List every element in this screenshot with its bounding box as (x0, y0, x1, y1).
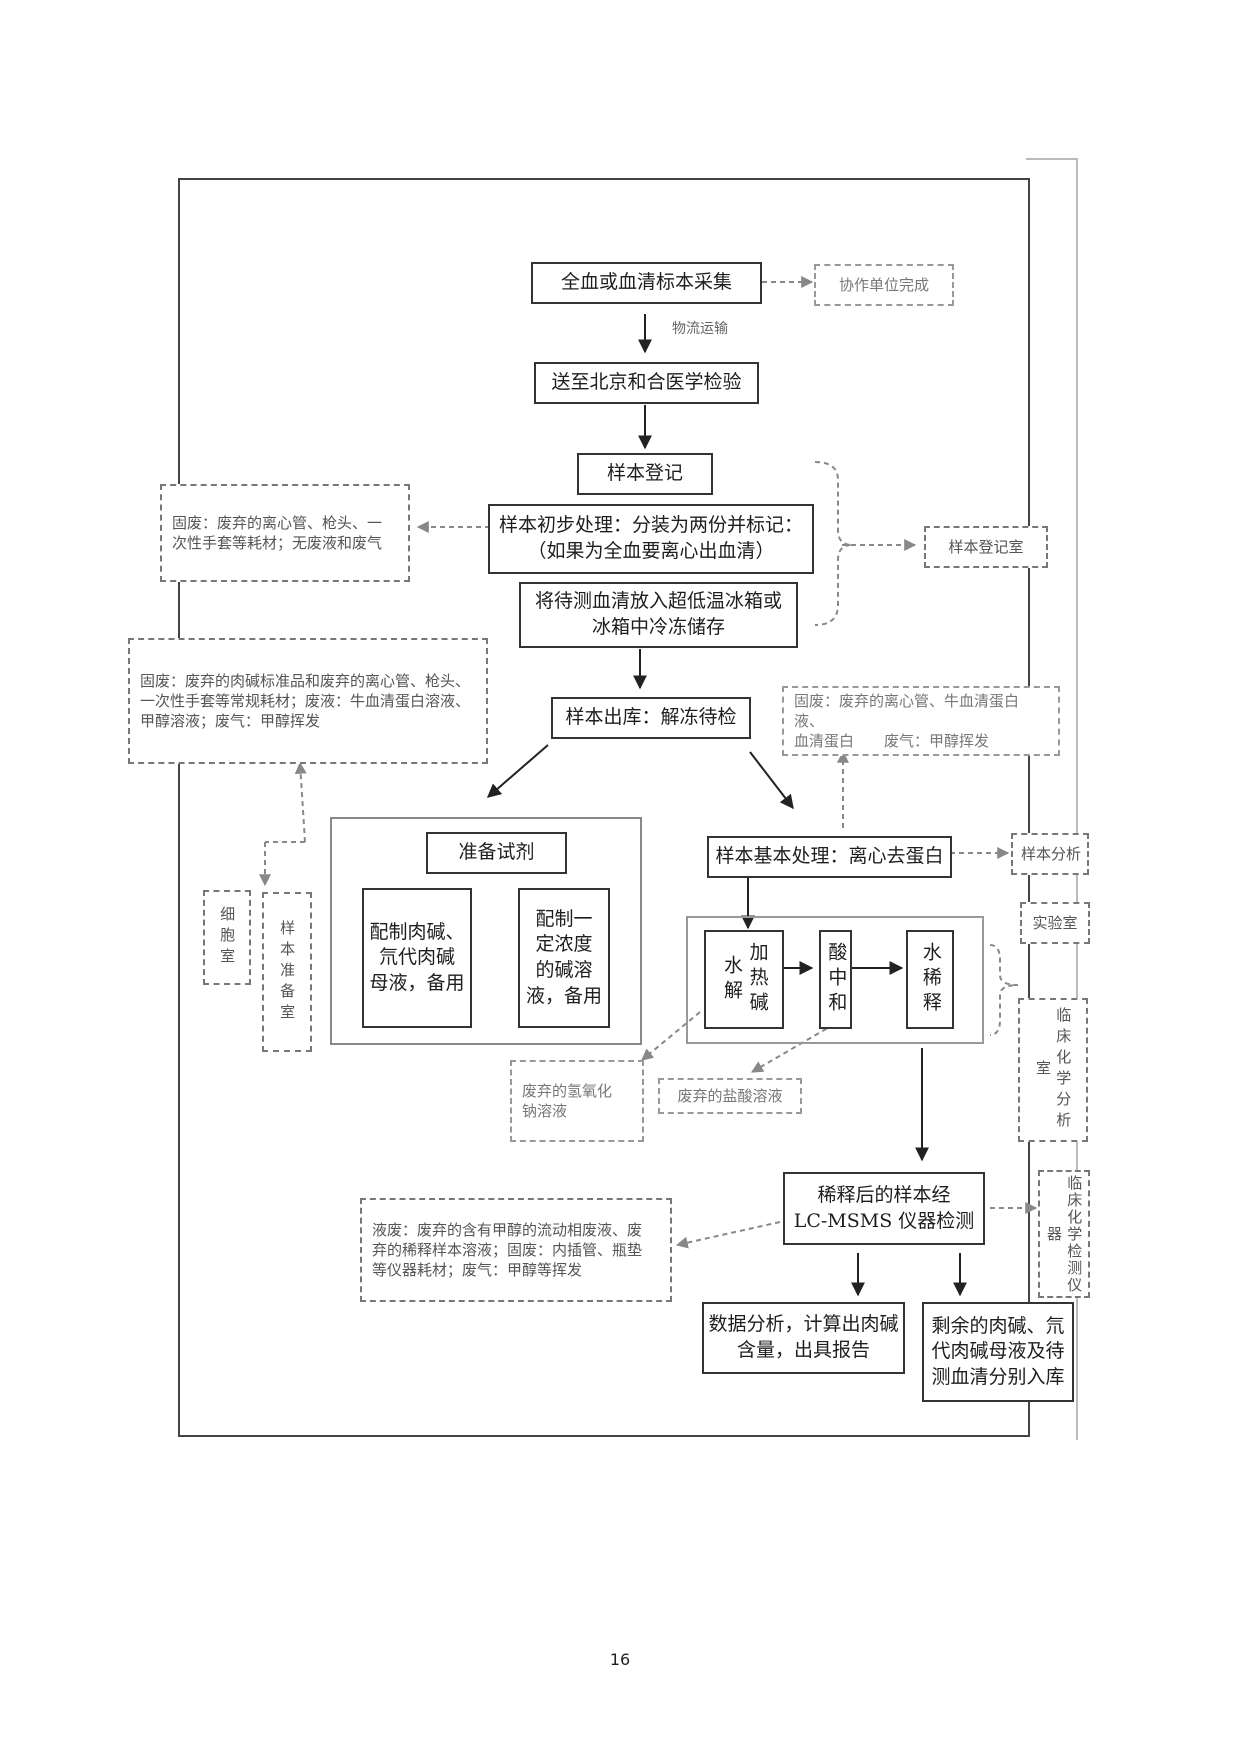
analysis-room-label: 样本分析 (1011, 833, 1089, 875)
page-number: 16 (609, 1650, 631, 1669)
waste-naoh-note: 废弃的氢氧化 钠溶液 (510, 1060, 644, 1142)
acid-neutralize-step: 酸中和 (819, 930, 852, 1029)
reagent-carnitine: 配制肉碱、 氘代肉碱 母液，备用 (362, 888, 472, 1028)
collect-step: 全血或血清标本采集 (531, 262, 762, 304)
waste-note-release: 固废：废弃的离心管、牛血清蛋白液、 血清蛋白 废气：甲醇挥发 (782, 686, 1060, 756)
water-dilute-step: 水稀释 (906, 930, 954, 1029)
freeze-step: 将待测血清放入超低温冰箱或 冰箱中冷冻储存 (519, 582, 798, 648)
waste-hcl-note: 废弃的盐酸溶液 (658, 1078, 802, 1114)
waste-note-lcms: 液废：废弃的含有甲醇的流动相废液、废 弃的稀释样本溶液；固废：内插管、瓶垫 等仪… (360, 1198, 672, 1302)
send-step: 送至北京和合医学检验 (534, 362, 759, 404)
outer-frame (178, 178, 1030, 1437)
hydrolysis-group (686, 916, 984, 1044)
initial-process-step: 样本初步处理：分装为两份并标记： （如果为全血要离心出血清） (488, 504, 814, 574)
partner-note: 协作单位完成 (814, 264, 954, 306)
basic-process-step: 样本基本处理：离心去蛋白 (707, 836, 952, 878)
clinical-room-label: 临床化学分析室 (1018, 998, 1088, 1142)
cell-room-label: 细胞室 (203, 890, 251, 985)
prep-room-label: 样本准备室 (262, 892, 312, 1052)
reagent-group (330, 817, 642, 1045)
storage-step: 剩余的肉碱、氘 代肉碱母液及待 测血清分别入库 (922, 1302, 1074, 1402)
hydrolysis-step: 加热碱水解 (704, 930, 784, 1029)
outer-frame-shadow (1026, 158, 1078, 1440)
instrument-room-label: 临床化学检测仪器 (1038, 1170, 1090, 1298)
release-step: 样本出库：解冻待检 (551, 697, 751, 739)
register-room-label: 样本登记室 (924, 526, 1048, 568)
report-step: 数据分析，计算出肉碱 含量，出具报告 (702, 1302, 905, 1374)
waste-note-register: 固废：废弃的离心管、枪头、一 次性手套等耗材；无废液和废气 (160, 484, 410, 582)
reagent-title: 准备试剂 (426, 832, 567, 874)
waste-note-prep: 固废：废弃的肉碱标准品和废弃的离心管、枪头、 一次性手套等常规耗材；废液：牛血清… (128, 638, 488, 764)
lcms-step: 稀释后的样本经 LC-MSMS 仪器检测 (783, 1172, 985, 1245)
transport-label: 物流运输 (672, 321, 728, 337)
reagent-alkali: 配制一 定浓度 的碱溶 液，备用 (518, 888, 610, 1028)
lab-room-label: 实验室 (1020, 902, 1090, 944)
register-step: 样本登记 (577, 453, 713, 495)
